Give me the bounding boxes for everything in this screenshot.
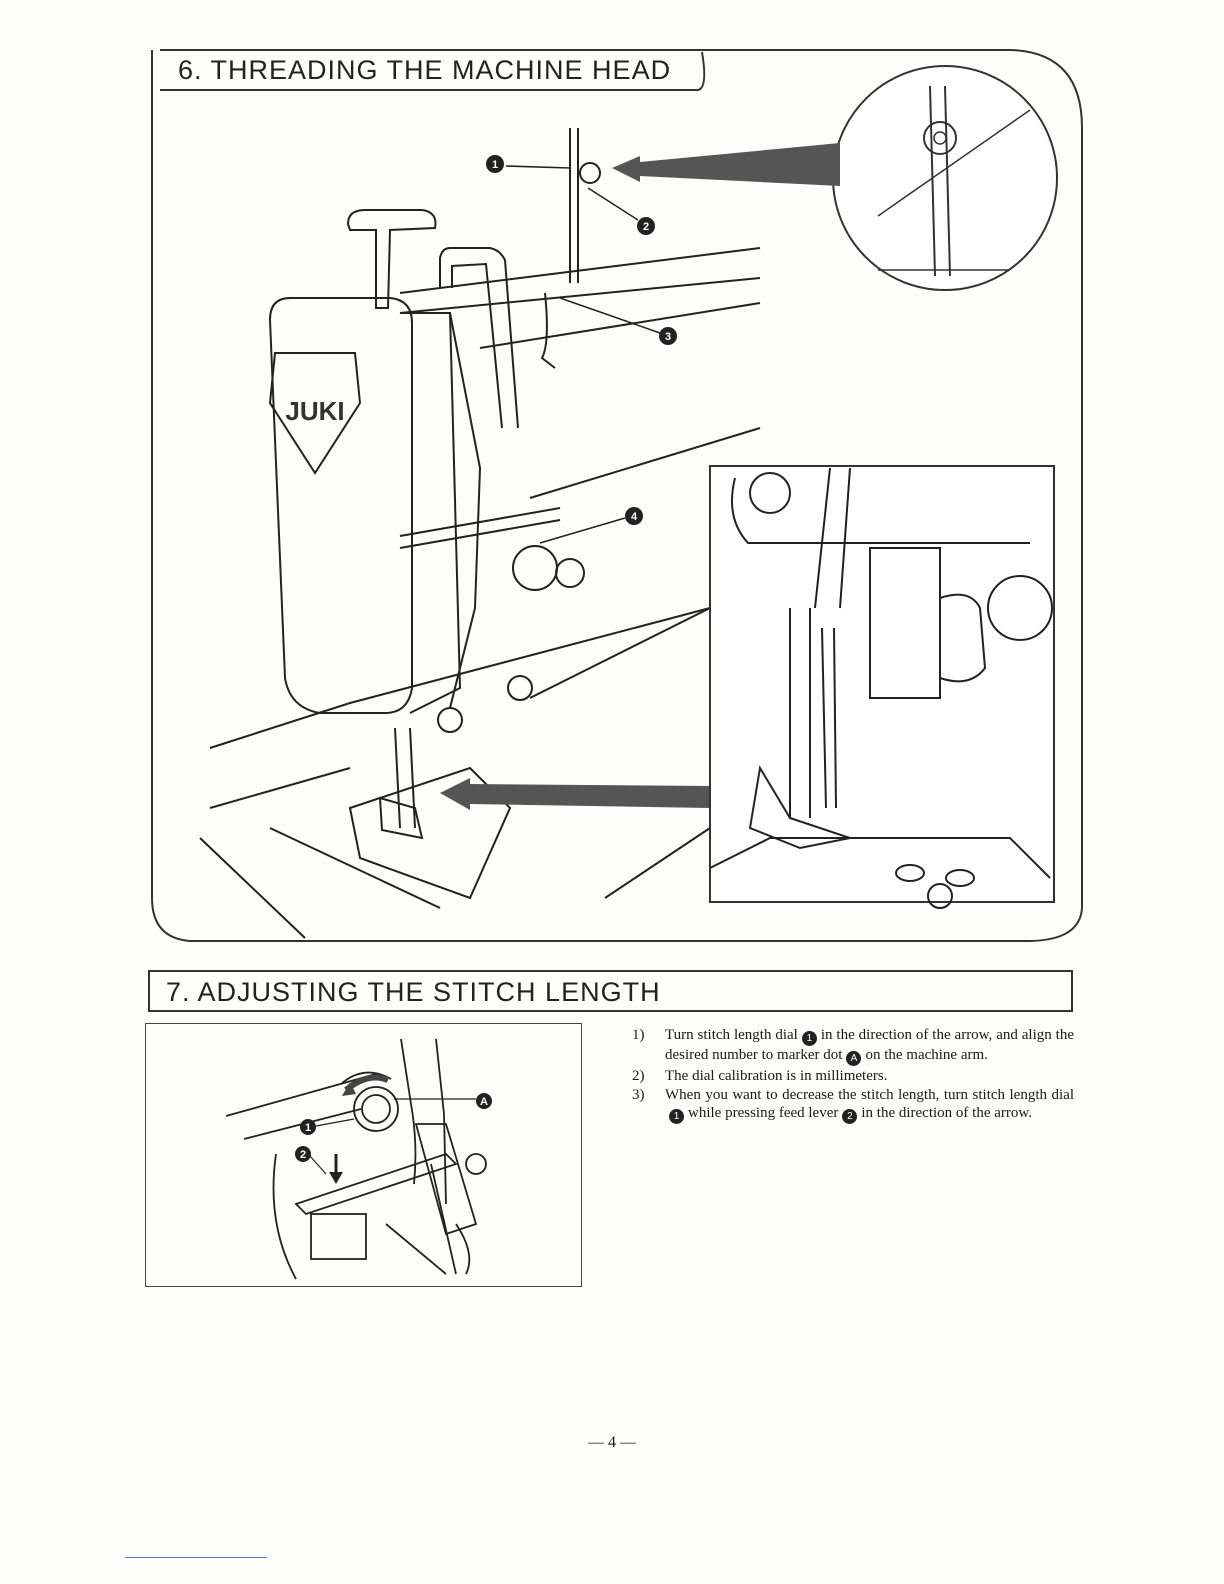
section-7-title: 7. ADJUSTING THE STITCH LENGTH xyxy=(148,970,1073,1012)
needle-detail-inset xyxy=(709,465,1055,909)
machine-head-illustration xyxy=(199,128,761,939)
step-text-part: Turn stitch length dial xyxy=(665,1027,798,1043)
thread-guide-detail-inset xyxy=(832,65,1058,291)
callout-lever-2: 2 xyxy=(300,1149,306,1161)
marker-lever-icon: 2 xyxy=(842,1109,858,1124)
marker-dial-icon: 1 xyxy=(801,1031,817,1046)
page-number: — 4 — xyxy=(588,1434,636,1451)
threading-callouts: 1 2 3 4 xyxy=(486,155,677,544)
juki-logo: JUKI xyxy=(285,396,344,426)
step-text-part: in the direction of the arrow, and align… xyxy=(665,1027,1075,1063)
step-item: 3) When you want to decrease the stitch … xyxy=(632,1086,1074,1124)
callout-marker-A: A xyxy=(480,1096,488,1108)
callout-2: 2 xyxy=(643,221,649,233)
step-text-part: in the direction of the arrow. xyxy=(861,1105,1032,1121)
callout-1: 1 xyxy=(492,159,498,171)
step-number: 3) xyxy=(632,1087,645,1103)
step-text-part: When you want to decrease the stitch len… xyxy=(665,1087,1074,1103)
section-6-title: 6. THREADING THE MACHINE HEAD xyxy=(178,55,672,85)
marker-dot-icon: A xyxy=(846,1051,862,1066)
step-item: 2) The dial calibration is in millimeter… xyxy=(632,1067,1074,1085)
step-text-part: while pressing feed lever xyxy=(688,1105,839,1121)
step-number: 2) xyxy=(632,1068,645,1084)
footer-rule xyxy=(125,1557,267,1558)
step-number: 1) xyxy=(632,1027,645,1043)
step-text-part: on the machine arm. xyxy=(865,1047,988,1063)
stitch-length-figure: A 1 2 xyxy=(145,1023,582,1287)
callout-dial-1: 1 xyxy=(305,1122,311,1134)
callout-4: 4 xyxy=(631,511,638,523)
step-text: When you want to decrease the stitch len… xyxy=(665,1086,1074,1124)
step-text: The dial calibration is in millimeters. xyxy=(665,1068,888,1084)
threading-figure-frame: JUKI 1 2 xyxy=(151,49,1083,942)
callout-3: 3 xyxy=(665,331,671,343)
marker-dial-icon: 1 xyxy=(669,1109,684,1124)
